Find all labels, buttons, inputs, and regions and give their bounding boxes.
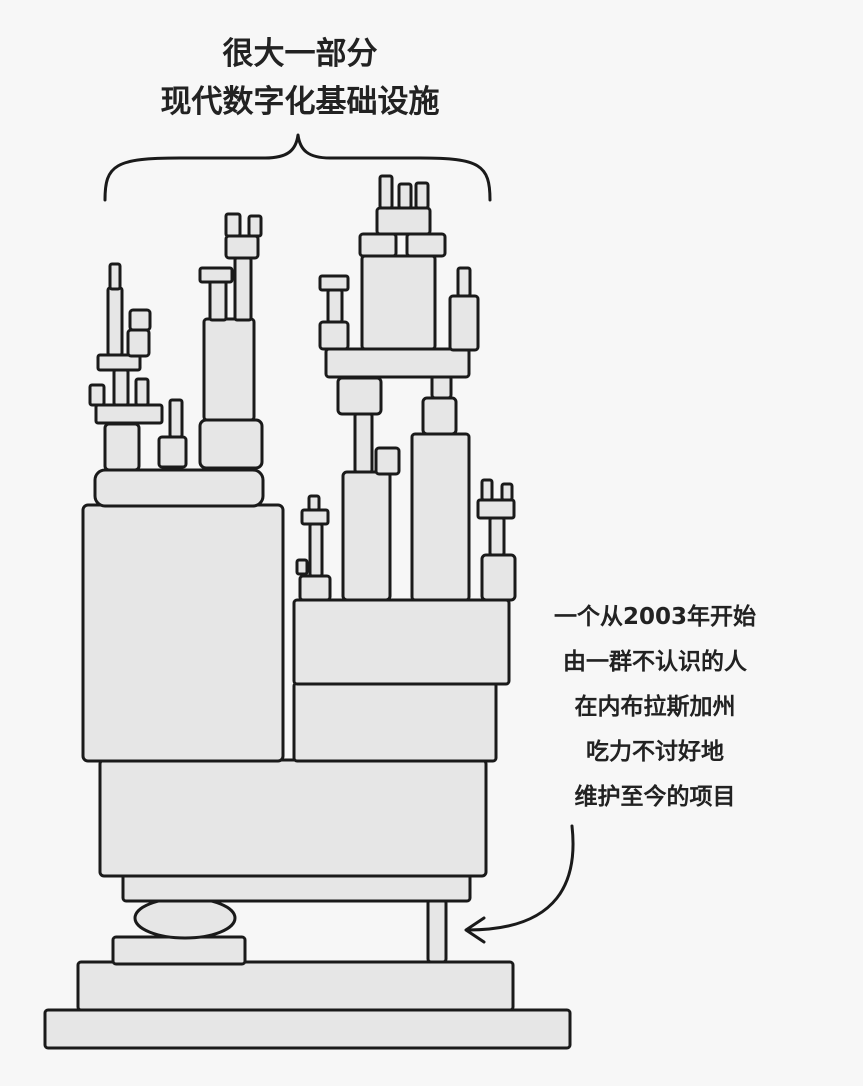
mid-tower-top-a [224, 212, 242, 238]
side-note: 一个从2003年开始 由一群不认识的人 在内布拉斯加州 吃力不讨好地 维护至今的… [520, 595, 790, 820]
far-right-base [480, 553, 517, 602]
top-tower-shoulder-left [358, 232, 398, 258]
rounded-support-block [133, 896, 237, 940]
top-tower-shoulder-right [405, 232, 447, 258]
arrow-line [466, 824, 575, 932]
side-note-line-5: 维护至今的项目 [574, 784, 736, 810]
mid-tower-post-b [233, 256, 253, 322]
platform-left-knob-cap [318, 274, 350, 292]
top-tower-spire-c [414, 181, 430, 210]
far-right-top-b [500, 482, 514, 502]
mid-tower-cap-a [198, 266, 234, 284]
small-post-top [307, 494, 321, 512]
base-slab-second [76, 960, 515, 1012]
center-column-side-cube [374, 446, 401, 476]
top-tower-spire-b [397, 182, 413, 210]
base-step [111, 935, 247, 966]
left-tower-pole [106, 286, 124, 357]
left-tower-tiny-cap [168, 398, 184, 439]
tall-column-cap [421, 396, 458, 436]
top-label: 很大一部分 现代数字化基础设施 [100, 30, 500, 126]
far-right-stem [488, 516, 506, 557]
left-tower-side-b [128, 308, 152, 332]
mid-tower-base [198, 418, 264, 470]
left-tower-side-a [126, 328, 151, 358]
left-tower-pole-cap [108, 262, 122, 291]
center-column-upper [336, 376, 383, 416]
top-tower-spire-a [378, 174, 394, 210]
mid-tower-post-a [208, 278, 228, 322]
platform-left-knob-stem [326, 288, 344, 324]
platform-left-knob-base [318, 320, 350, 351]
side-note-line-2: 由一群不认识的人 [563, 649, 747, 675]
tall-column-right [410, 432, 471, 602]
left-tower-stem [112, 368, 130, 407]
center-column-right [341, 470, 392, 602]
far-right-top-a [480, 478, 494, 502]
mid-tower-top-b [247, 214, 263, 238]
small-post-knob [295, 558, 309, 576]
right-block-lower [292, 681, 498, 763]
left-ledge [93, 468, 265, 508]
left-tower-knob-a [88, 383, 106, 407]
platform-right-post-tip [456, 266, 472, 298]
left-tower-small-post [157, 435, 188, 469]
side-note-line-4: 吃力不讨好地 [586, 739, 724, 765]
mid-tower-column [202, 317, 256, 422]
side-note-line-1: 一个从2003年开始 [553, 604, 756, 630]
mid-tower-cap-b [224, 234, 260, 260]
arrow-head [464, 916, 486, 944]
left-tower-cube [103, 422, 141, 472]
small-post-stem [308, 522, 324, 578]
top-platform [324, 347, 471, 379]
left-tower-beam [94, 403, 164, 425]
small-post-cap [300, 508, 330, 526]
small-post-base [298, 574, 332, 602]
base-slab-bottom [43, 1008, 572, 1050]
top-label-line-1: 很大一部分 [222, 36, 378, 72]
top-tower-neck [375, 206, 432, 236]
tiny-support-pillar [426, 898, 448, 964]
tall-column-top [430, 374, 453, 400]
right-block-upper [292, 598, 511, 686]
curly-brace [103, 133, 492, 202]
thin-slab [121, 872, 472, 903]
top-tower-body [360, 254, 437, 351]
platform-right-post [448, 294, 480, 352]
wide-middle-block [98, 758, 488, 878]
left-large-block [81, 503, 285, 763]
side-note-line-3: 在内布拉斯加州 [574, 694, 736, 720]
left-tower-knob-b [134, 377, 150, 407]
far-right-cap [476, 498, 516, 520]
center-column-link [353, 412, 374, 474]
top-label-line-2: 现代数字化基础设施 [160, 84, 440, 120]
